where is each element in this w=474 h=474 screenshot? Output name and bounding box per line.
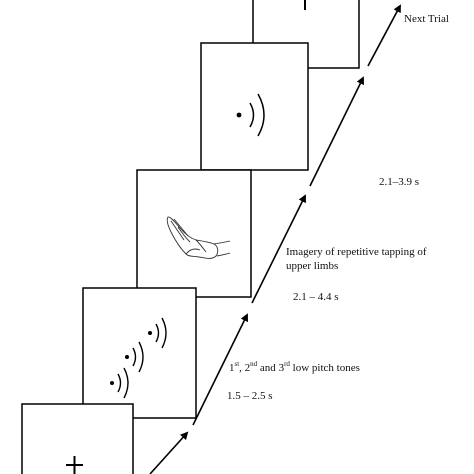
tones-num-2: 2 <box>244 362 251 374</box>
tones-num-1: 1 <box>229 362 235 374</box>
tones-num-3: 3 <box>278 362 285 374</box>
timeline-segment-3 <box>251 194 306 304</box>
imagery-line-1: Imagery of repetitive tapping of <box>286 246 427 258</box>
tones-sep-1: , <box>239 362 245 374</box>
tones-description-label: 1st, 2nd and 3rd low pitch tones <box>229 360 360 374</box>
tones-sep-2: and <box>257 362 279 374</box>
imagery-line-2: upper limbs <box>286 260 339 272</box>
tones-ord-2: nd <box>250 360 258 368</box>
hand-tapping-icon <box>166 216 231 259</box>
timeline-segment-1 <box>149 431 189 474</box>
tones-ord-3: rd <box>284 360 290 368</box>
timeline-segment-5 <box>367 4 401 67</box>
imagery-duration-label: 2.1 – 4.4 s <box>293 291 339 303</box>
sound-wave-icon <box>110 317 167 399</box>
tones-tail: low pitch tones <box>289 362 360 374</box>
next-trial-label: Next Trial <box>404 13 449 25</box>
tones-duration-label: 1.5 – 2.5 s <box>227 390 273 402</box>
fixation-cross-icon <box>66 456 83 474</box>
screen-three-tones <box>82 287 197 419</box>
timeline-segment-4 <box>309 76 364 187</box>
imagery-description-label: Imagery of repetitive tapping of upper l… <box>286 245 436 273</box>
timeline-axis <box>149 4 401 474</box>
timeline-segment-2 <box>192 313 248 426</box>
screen-fixation <box>21 403 134 474</box>
feedback-duration-label: 2.1–3.9 s <box>379 176 420 188</box>
screen-imagery <box>136 169 252 298</box>
sound-wave-icon <box>236 93 265 137</box>
screen-single-tone <box>200 42 309 171</box>
tones-ord-1: st <box>234 360 240 368</box>
